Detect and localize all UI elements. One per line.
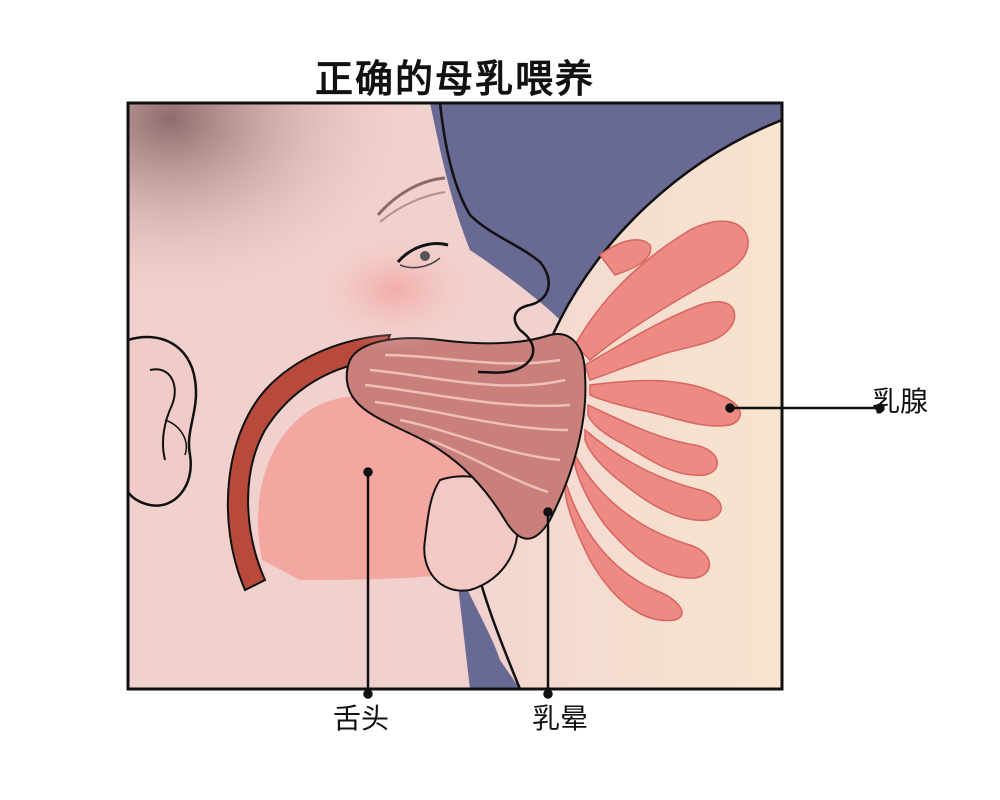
diagram-title: 正确的母乳喂养: [314, 57, 595, 101]
baby-eyebrow: [376, 176, 446, 216]
baby-ear: [128, 335, 198, 507]
label-mammary-gland: 乳腺: [872, 385, 929, 418]
baby-face-profile: [438, 103, 550, 374]
leader-lines: [363, 403, 885, 699]
mammary-gland-lobes: [564, 220, 749, 622]
baby-eye: [396, 242, 449, 264]
diagram-frame: [126, 101, 784, 691]
mother-clothing: [430, 103, 782, 320]
mother-clothing-lower: [455, 560, 520, 689]
label-tongue: 舌头: [333, 702, 390, 735]
label-areola: 乳晕: [532, 702, 589, 735]
milk-ducts: [364, 353, 571, 494]
baby-cheek-blush: [305, 230, 485, 350]
